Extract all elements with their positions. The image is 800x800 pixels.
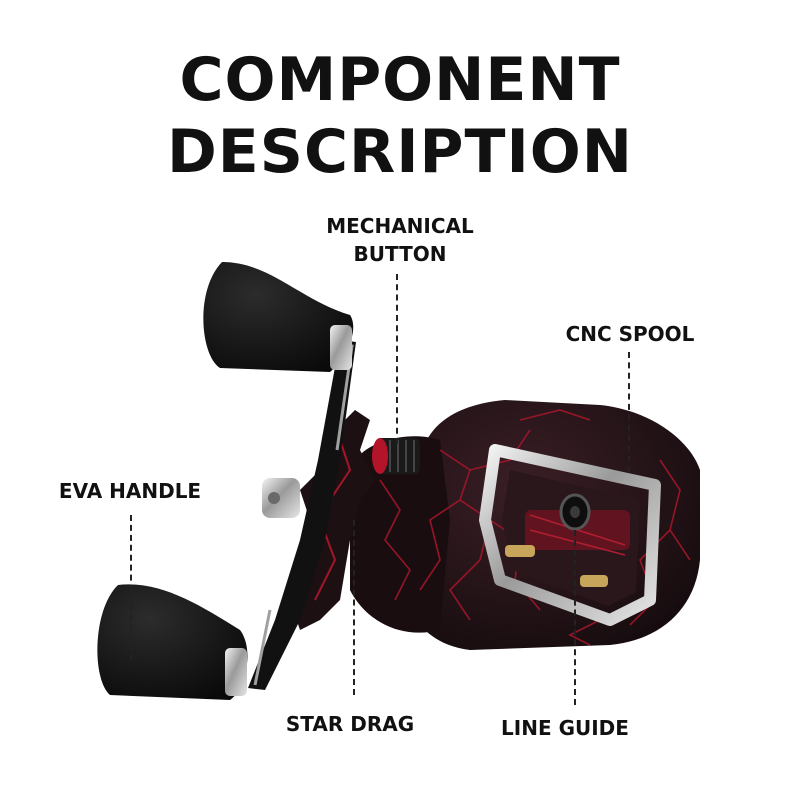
line-guide-leader [574, 530, 576, 705]
mechanical-button-leader [396, 274, 398, 444]
eva-handle-label: EVA HANDLE [58, 479, 202, 503]
cnc-spool-leader [628, 352, 630, 472]
eva-handle-leader [130, 515, 132, 660]
line-guide [559, 493, 591, 531]
eva-handle [97, 262, 356, 700]
page-title-line-1: COMPONENT [179, 45, 621, 115]
mechanical-button [372, 438, 420, 474]
cnc-spool-label: CNC SPOOL [565, 322, 695, 346]
cnc-spool [479, 444, 661, 626]
mechanical-button-label-line-2: BUTTON [353, 242, 447, 266]
line-guide-label: LINE GUIDE [501, 716, 629, 740]
page-title-line-2: DESCRIPTION [166, 117, 633, 187]
mechanical-button-label-line-1: MECHANICAL [326, 214, 474, 238]
star-drag-label: STAR DRAG [285, 712, 415, 736]
star-drag-leader [353, 520, 355, 695]
